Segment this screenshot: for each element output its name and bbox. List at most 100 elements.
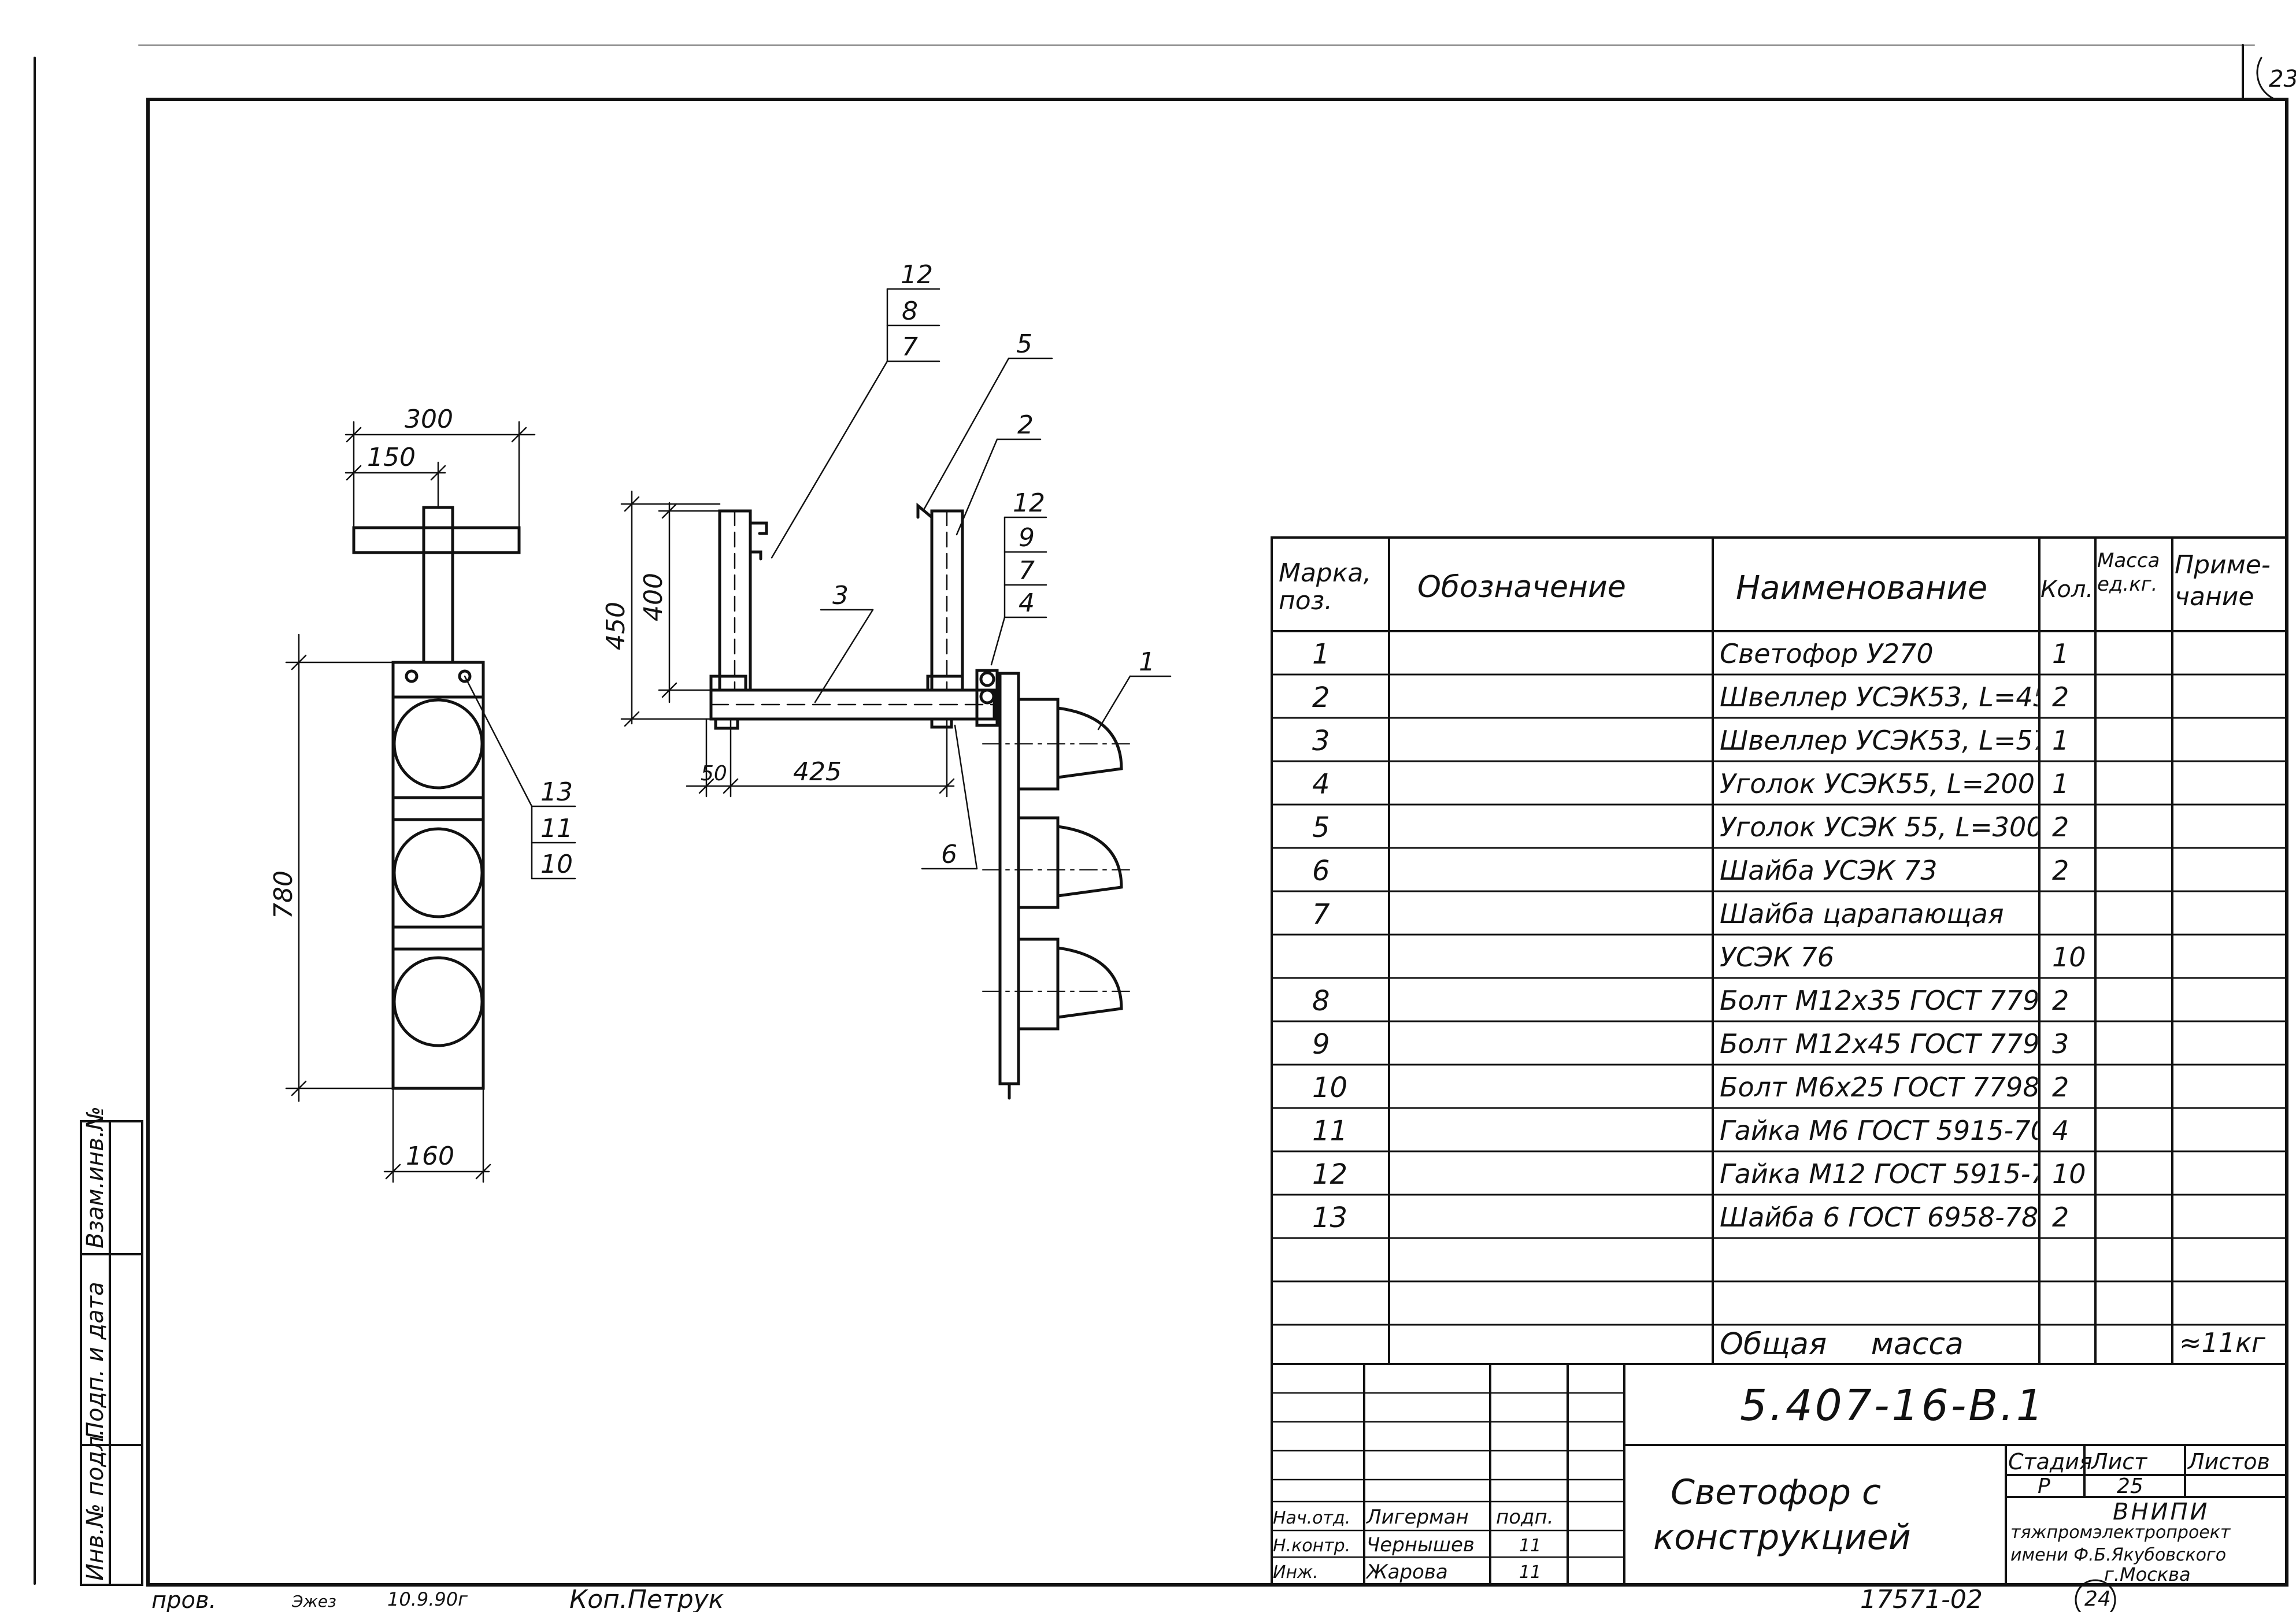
callout-12a: 12 [901,260,933,290]
side-view-signal-heads [1017,698,1123,1031]
title-line-1: Светофор с [1671,1472,1881,1513]
callout-2: 2 [1017,410,1034,440]
header-qty: Кол. [2041,578,2094,601]
spec-row-13-name: Гайка М12 ГОСТ 5915-70 [1720,1161,2038,1187]
spec-row-12-name: Гайка М6 ГОСТ 5915-70 [1720,1117,2038,1144]
front-view-signal [352,506,521,1090]
leader-13: 13 [540,777,573,807]
spec-row-10-mark: 9 [1312,1031,1330,1058]
dim-425: 425 [793,757,842,787]
spec-row-1-qty: 1 [2052,640,2069,667]
sheet-header: Лист [2091,1449,2147,1474]
org-line-3: имени Ф.Б.Якубовского [2010,1545,2227,1565]
side-view-bracket [709,502,1020,1100]
front-view-dimensions [285,421,576,1183]
stage-value: Р [2038,1474,2050,1498]
total-note: ≈11кг [2179,1329,2266,1356]
spec-row-6-mark: 6 [1312,857,1330,885]
header-mark: Марка, поз. [1279,559,1372,616]
header-name: Наименование [1736,572,1988,605]
bottom-circle-mark: 24 [2084,1587,2111,1611]
spec-row-7-name: Шайба царапающая [1720,901,2004,927]
title-block-grid [1271,1363,2288,1586]
stamp-label-replaced: Взам.инв.№ [82,1106,109,1248]
checked-sign: Эжез [291,1592,336,1611]
callout-8a: 8 [902,297,918,326]
org-line-1: ВНИПИ [2113,1499,2210,1525]
spec-row-1-name: Светофор У270 [1720,640,1934,667]
header-note: Приме- чание [2175,550,2271,612]
spec-row-12-mark: 11 [1312,1117,1348,1145]
spec-row-2-qty: 2 [2052,684,2069,710]
sign-mark-2: 11 [1519,1562,1542,1583]
spec-row-10-name: Болт М12х45 ГОСТ 7798-70 [1720,1031,2038,1057]
callout-12b: 12 [1013,488,1045,518]
spec-row-11-qty: 2 [2052,1074,2069,1100]
callout-6: 6 [941,840,957,869]
archive-number: 17571-02 [1860,1585,1983,1612]
stamp-label-inventory: Инв.№ подл. [82,1429,109,1581]
spec-row-6-name: Шайба УСЭК 73 [1720,857,1938,884]
header-designation: Обозначение [1417,572,1626,602]
spec-row-2-name: Швеллер УСЭК53, L=450 [1720,684,2038,710]
callout-7a: 7 [902,332,918,362]
dim-160: 160 [406,1142,454,1171]
spec-row-9-mark: 8 [1312,987,1330,1015]
spec-row-12-qty: 4 [2052,1117,2069,1144]
spec-row-5-name: Уголок УСЭК 55, L=300 [1720,814,2038,840]
dim-400: 400 [639,573,668,621]
checked-label: пров. [151,1587,216,1612]
spec-row-6-qty: 2 [2052,857,2069,884]
footer-date: 10.9.90г [387,1588,468,1610]
callout-1: 1 [1139,647,1155,677]
spec-row-5-qty: 2 [2052,814,2069,840]
org-line-2: тяжпромэлектропроект [2010,1522,2231,1543]
name-head-of-dept: Лигерман [1367,1506,1469,1529]
doc-code: 5.407-16-В.1 [1740,1381,2046,1431]
spec-row-9-qty: 2 [2052,987,2069,1014]
header-mass: Масса ед.кг. [2097,549,2160,596]
spec-row-14-mark: 13 [1312,1204,1348,1232]
sheet-value: 25 [2117,1474,2143,1498]
side-stamp [80,1120,143,1586]
spec-row-11-mark: 10 [1312,1074,1348,1102]
name-norm-control: Чернышев [1367,1533,1475,1557]
spec-row-3-name: Швеллер УСЭК53, L=575 [1720,727,2038,754]
spec-row-4-qty: 1 [2052,770,2069,797]
total-label: Общая масса [1720,1329,1964,1359]
role-norm-control: Н.контр. [1273,1536,1351,1556]
copied-by: Коп.Петрук [569,1585,724,1612]
spec-row-13-qty: 10 [2052,1161,2086,1187]
spec-row-8-qty: 10 [2052,944,2086,970]
spec-row-9-name: Болт М12х35 ГОСТ 7798-70 [1720,987,2038,1014]
spec-row-5-mark: 5 [1312,814,1330,842]
spec-row-14-name: Шайба 6 ГОСТ 6958-78 [1720,1204,2038,1231]
dim-50: 50 [701,762,727,785]
leader-11: 11 [540,814,573,843]
side-view-centerlines [982,743,1134,992]
spec-table-row-lines [1271,673,2288,1326]
spec-row-3-qty: 1 [2052,727,2069,754]
spec-row-7-mark: 7 [1312,901,1330,928]
spec-row-11-name: Болт М6х25 ГОСТ 7798-70 [1720,1074,2038,1100]
spec-row-8-name: УСЭК 76 [1720,944,1835,970]
dim-150: 150 [367,443,416,472]
leader-10: 10 [540,850,573,879]
spec-row-3-mark: 3 [1312,727,1330,755]
stamp-label-sign-date: Подп. и дата [82,1282,109,1439]
spec-row-13-mark: 12 [1312,1161,1348,1188]
bottom-circle [2075,1579,2116,1612]
stage-header: Стадия [2008,1449,2093,1474]
callout-9b: 9 [1019,523,1035,553]
dim-780: 780 [269,870,298,919]
dim-300: 300 [405,405,453,434]
spec-row-1-mark: 1 [1312,640,1330,668]
spec-row-10-qty: 3 [2052,1031,2069,1057]
side-view-dimensions [620,288,1172,870]
dim-450: 450 [601,602,631,650]
spec-row-14-qty: 2 [2052,1204,2069,1231]
spec-row-4-name: Уголок УСЭК55, L=200 [1720,770,2035,797]
spec-row-2-mark: 2 [1312,684,1330,711]
callout-5: 5 [1016,329,1032,359]
